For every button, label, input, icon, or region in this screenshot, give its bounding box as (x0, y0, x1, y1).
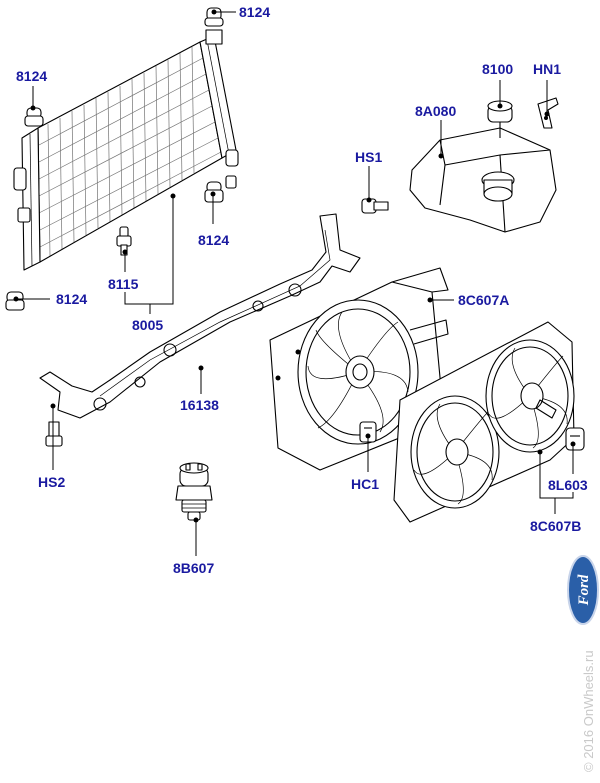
resistor-8l603 (565, 427, 585, 451)
bolt-hs2 (45, 421, 63, 447)
logo-text: Ford (576, 574, 592, 606)
label-8005: 8005 (132, 317, 163, 333)
label-8b607: 8B607 (173, 560, 214, 576)
grommet-8124-left (24, 107, 44, 127)
part-labels: 8124 8124 8124 8124 8115 8005 8100 HN1 8… (16, 4, 588, 576)
label-hs2: HS2 (38, 474, 65, 490)
radiator (5, 7, 239, 311)
label-8124-right: 8124 (198, 232, 229, 248)
watermark: © 2016 OnWheels.ru (581, 650, 596, 772)
label-hn1: HN1 (533, 61, 561, 77)
label-8c607a: 8C607A (458, 292, 509, 308)
label-8124-top: 8124 (239, 4, 270, 20)
label-8124-left: 8124 (16, 68, 47, 84)
label-hc1: HC1 (351, 476, 379, 492)
leader-lines (13, 9, 576, 556)
label-8115: 8115 (108, 276, 139, 292)
label-8124-bottom: 8124 (56, 291, 87, 307)
expansion-tank (361, 97, 559, 233)
label-8c607b: 8C607B (530, 518, 581, 534)
ford-logo: Ford (567, 555, 599, 625)
support-bracket-16138 (39, 213, 361, 447)
label-16138: 16138 (180, 397, 219, 413)
fan-shroud-8c607b (393, 321, 585, 523)
label-8l603: 8L603 (548, 477, 588, 493)
temperature-switch-8b607 (175, 462, 213, 521)
label-8a080: 8A080 (415, 103, 456, 119)
label-8100: 8100 (482, 61, 513, 77)
label-hs1: HS1 (355, 149, 382, 165)
